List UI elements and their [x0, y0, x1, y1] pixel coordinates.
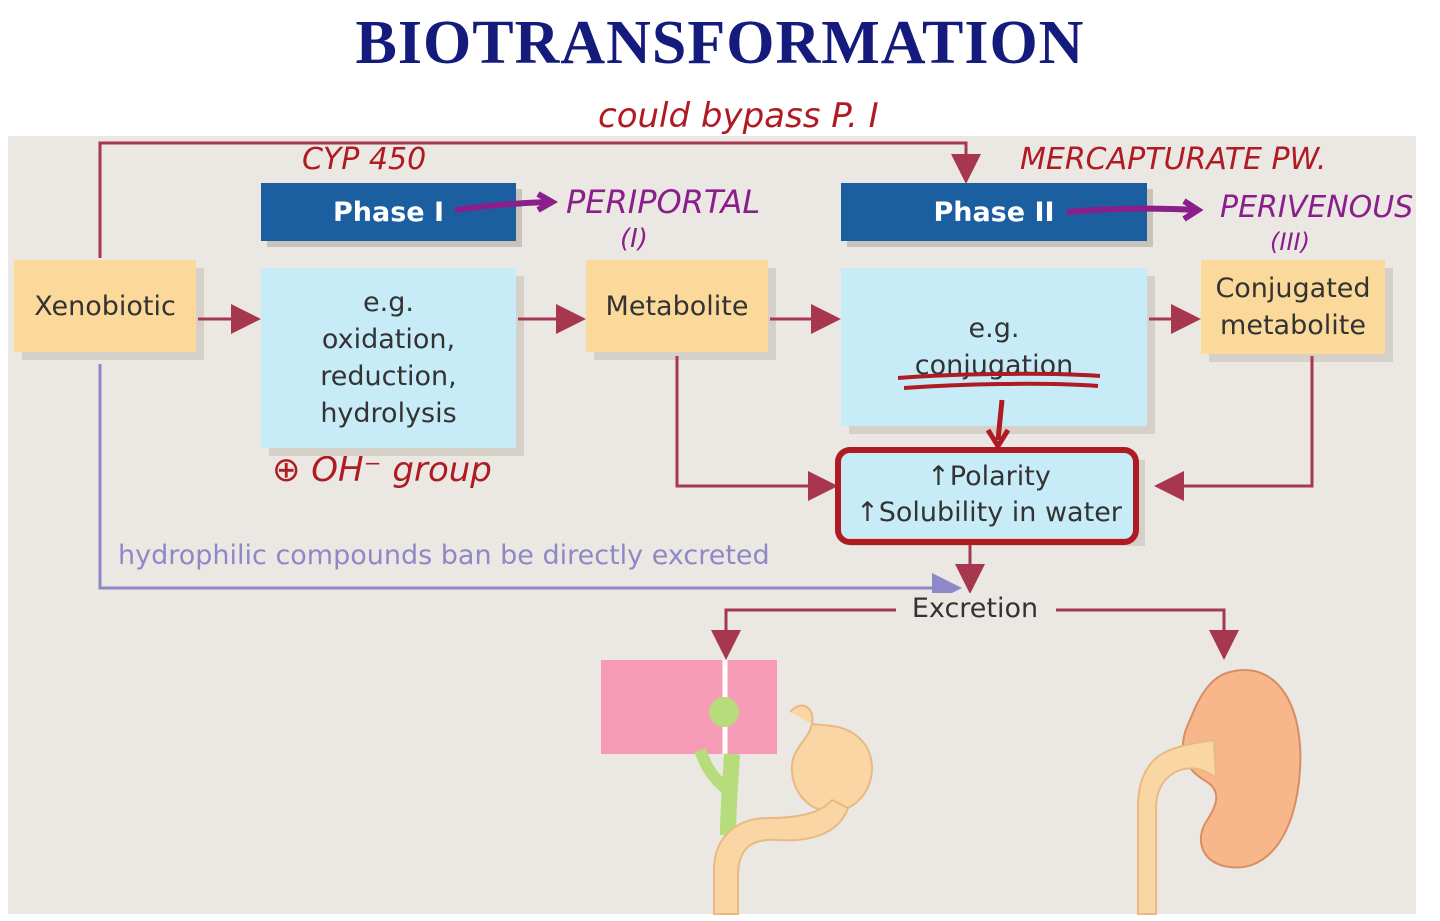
xenobiotic-label: Xenobiotic: [34, 290, 176, 322]
solubility-line: ↑Solubility in water: [856, 497, 1122, 528]
conjugation-arrow: [995, 399, 1005, 441]
mercapturate-annotation: MERCAPTURATE PW.: [1020, 142, 1327, 177]
metabolite-to-polarity-arrow: [675, 356, 838, 501]
polarity-solubility-box: ↑Polarity ↑Solubility in water: [841, 452, 1137, 538]
conjugation-underline-second: [903, 381, 1099, 390]
direct-excretion-arrow: [98, 364, 962, 603]
phase1-example-line: hydrolysis: [320, 398, 457, 429]
conjugated-to-polarity-arrow: [1154, 356, 1314, 501]
conjugation-arrowhead: [985, 428, 1011, 451]
polarity-line: ↑Polarity: [927, 461, 1051, 492]
cyp450-annotation: CYP 450: [302, 142, 427, 177]
periportal-annotation: PERIPORTAL: [566, 183, 761, 221]
phase1-example-line: e.g.: [363, 287, 414, 318]
direct-excretion-note: hydrophilic compounds ban be directly ex…: [118, 540, 770, 571]
highlight-circle: [835, 447, 1139, 545]
page-title: BIOTRANSFORMATION: [355, 9, 1085, 77]
periportal-zone-annotation: (I): [620, 224, 648, 254]
phase1-bypass-arrow: [98, 141, 981, 258]
kidney-icon: [1137, 669, 1302, 915]
perivenous-zone-annotation: (III): [1270, 228, 1310, 256]
conjugated-label-line: Conjugated: [1215, 273, 1371, 304]
metabolite-label: Metabolite: [605, 290, 749, 322]
phase1-example-line: oxidation,: [321, 324, 456, 355]
phase2-example-line: e.g.: [968, 313, 1020, 344]
bypass-annotation: could bypass P. I: [598, 96, 879, 136]
phase2-header: Phase II: [841, 183, 1147, 241]
phase1-to-periportal-stroke: [454, 199, 549, 213]
conjugated-label-line: metabolite: [1220, 310, 1366, 341]
phase1-header-label: Phase I: [332, 196, 445, 228]
solubility-label: Solubility in water: [878, 497, 1122, 528]
phase1-examples-box: e.g. oxidation, reduction, hydrolysis: [261, 268, 516, 448]
liver-bile-gut-icon: [601, 660, 873, 915]
metabolite-box: Metabolite: [586, 260, 768, 352]
conjugation-underline: [897, 371, 1101, 380]
phase1-to-periportal-arrowhead: [536, 191, 559, 213]
excretion-to-bile-arrow: [711, 608, 896, 660]
excretion-to-urine-arrow: [1056, 608, 1239, 660]
phase2-header-label: Phase II: [933, 196, 1055, 228]
excretion-label: Excretion: [900, 593, 1050, 624]
conjugated-metabolite-box: Conjugated metabolite: [1201, 260, 1385, 354]
phase1-header: Phase I: [261, 183, 516, 241]
phase2-to-perivenous-arrowhead: [1182, 198, 1204, 222]
oh-group-annotation: ⊕ OH⁻ group: [272, 450, 492, 490]
xenobiotic-box: Xenobiotic: [14, 260, 196, 352]
phase2-to-perivenous-stroke: [1066, 205, 1197, 215]
phase1-example-line: reduction,: [320, 361, 457, 392]
perivenous-annotation: PERIVENOUS: [1220, 190, 1414, 225]
polarity-label: Polarity: [949, 461, 1051, 492]
